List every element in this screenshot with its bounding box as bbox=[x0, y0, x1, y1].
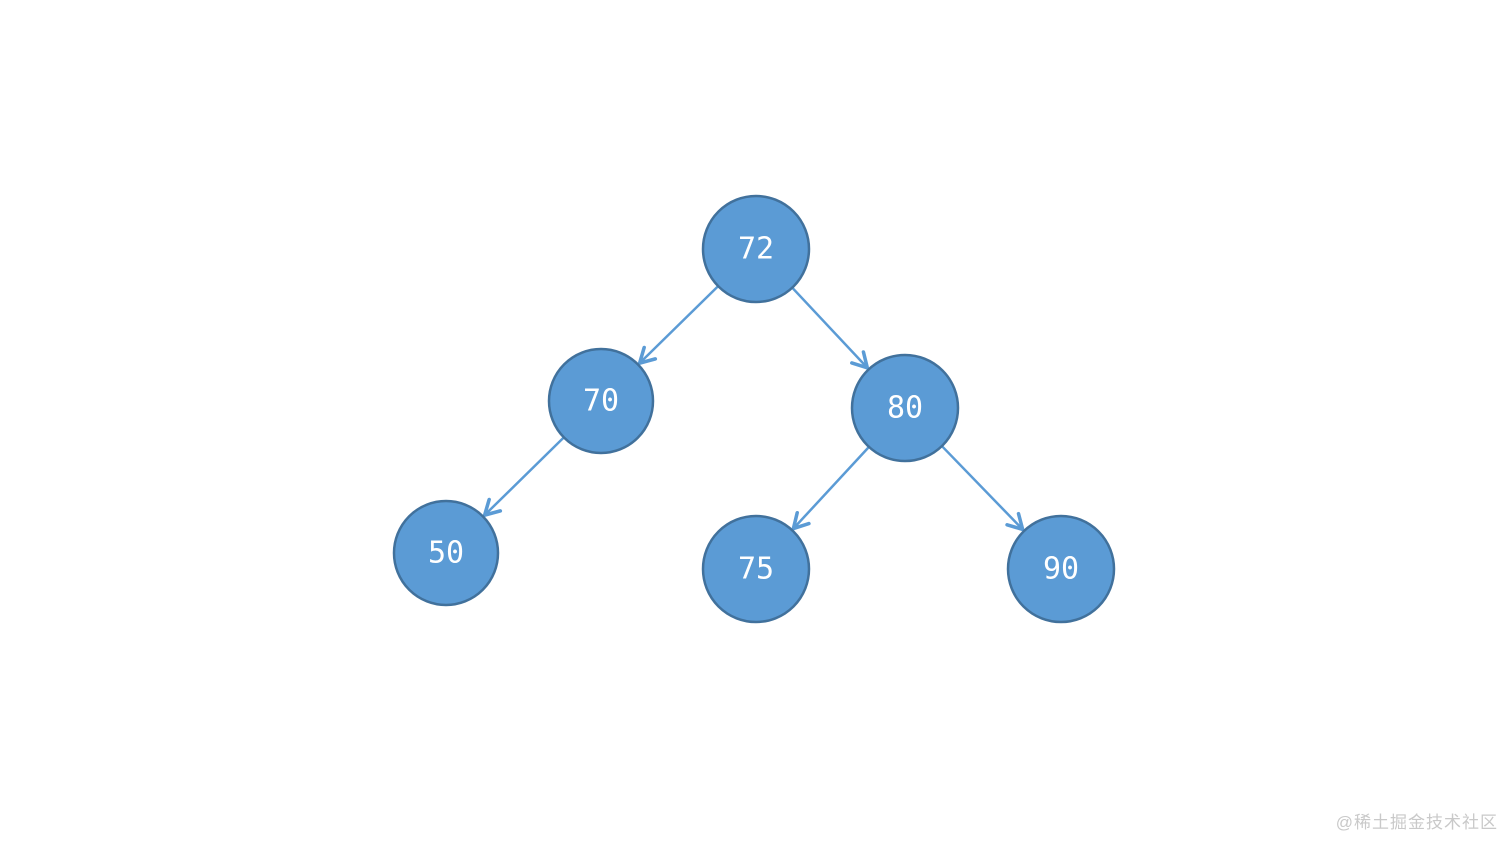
tree-node-90: 90 bbox=[1006, 514, 1116, 624]
tree-edge-70-50 bbox=[482, 436, 565, 517]
tree-node-circle bbox=[547, 347, 655, 455]
tree-node-70: 70 bbox=[547, 347, 655, 455]
tree-edge-72-80 bbox=[791, 286, 870, 370]
tree-node-circle bbox=[1006, 514, 1116, 624]
tree-node-75: 75 bbox=[701, 514, 811, 624]
tree-node-label: 75 bbox=[738, 552, 774, 587]
tree-node-label: 80 bbox=[887, 391, 923, 426]
tree-node-label: 90 bbox=[1043, 552, 1079, 587]
tree-node-72: 72 bbox=[701, 194, 811, 304]
tree-node-circle bbox=[392, 499, 500, 607]
tree-node-circle bbox=[701, 514, 811, 624]
tree-node-circle bbox=[850, 353, 960, 463]
tree-edge-80-75 bbox=[791, 446, 870, 531]
tree-edge-72-70 bbox=[637, 285, 720, 365]
watermark: @稀土掘金技术社区 bbox=[1335, 813, 1498, 832]
tree-node-label: 50 bbox=[428, 536, 464, 571]
tree-node-80: 80 bbox=[850, 353, 960, 463]
tree-node-label: 72 bbox=[738, 232, 774, 267]
tree-node-circle bbox=[701, 194, 811, 304]
tree-node-50: 50 bbox=[392, 499, 500, 607]
nodes-layer: 72 70 80 50 75 90 bbox=[392, 194, 1116, 624]
tree-edge-80-90 bbox=[940, 445, 1025, 532]
tree-node-label: 70 bbox=[583, 384, 619, 419]
edges-layer bbox=[482, 285, 1025, 532]
